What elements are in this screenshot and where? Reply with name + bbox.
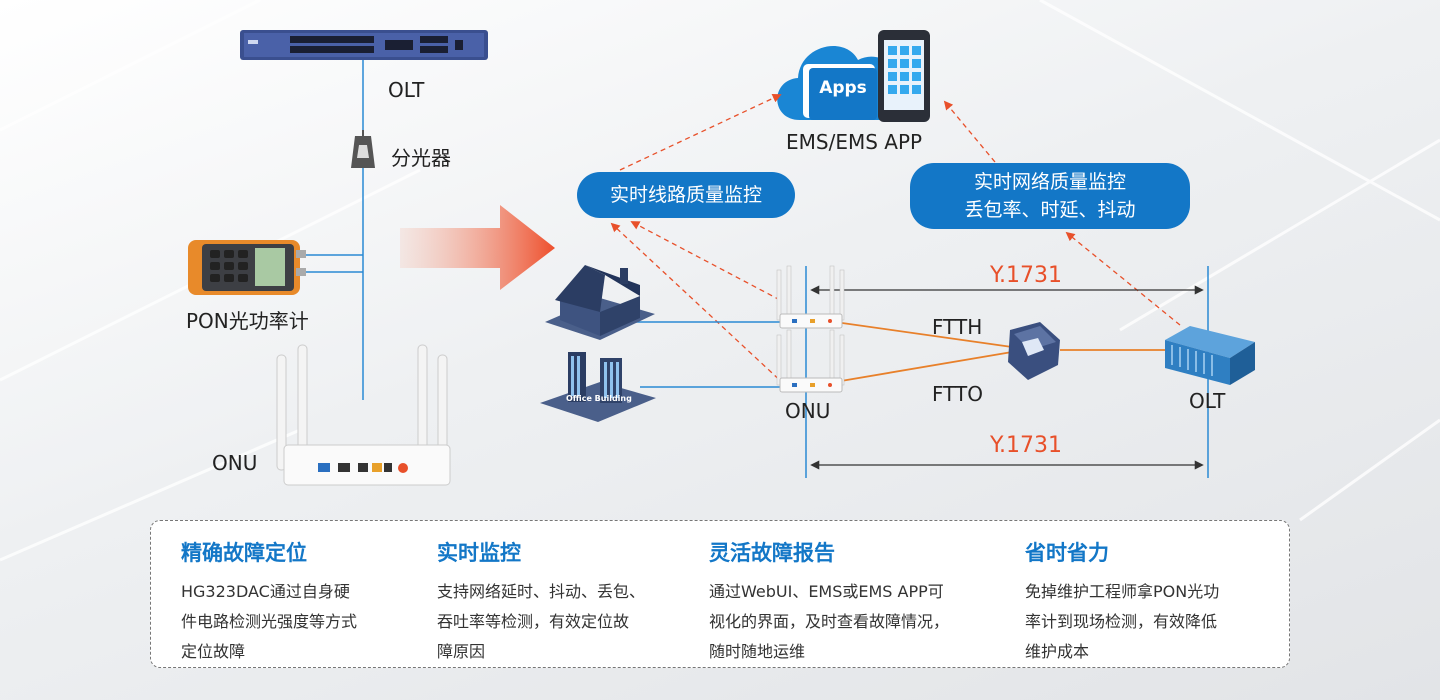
feature-desc-line: 随时随地运维 [709,642,806,661]
feature-desc-line: 障原因 [437,642,486,661]
line-quality-monitor-badge: 实时线路质量监控 [577,172,795,218]
splitter-box-icon [1008,322,1060,380]
olt-cabinet-icon [1165,326,1255,385]
office-building-text: Office Building [566,394,632,403]
onu-router-bottom-icon [776,329,845,393]
feature-realtime-monitor: 实时监控 支持网络延时、抖动、丢包、 吞吐率等检测，有效定位故 障原因 [437,537,667,667]
cloud-icon [777,46,909,120]
y1731-top-label: Y.1731 [990,263,1062,288]
flow-arrow-icon [400,205,555,290]
ems-label: EMS/EMS APP [786,130,923,154]
feature-desc-line: 免掉维护工程师拿PON光功 [1025,582,1220,601]
olt-label-right: OLT [1189,389,1226,413]
feature-title: 精确故障定位 [181,541,307,565]
office-building-icon [540,352,656,422]
onu-router-top-icon [776,265,845,329]
feature-desc-line: 支持网络延时、抖动、丢包、 [437,582,646,601]
network-quality-text-2: 丢包率、时延、抖动 [964,199,1136,221]
feature-title: 实时监控 [437,541,521,565]
onu-label-right: ONU [785,399,831,423]
features-panel: 精确故障定位 HG323DAC通过自身硬 件电路检测光强度等方式 定位故障 实时… [150,520,1290,668]
network-quality-text-1: 实时网络质量监控 [973,171,1126,193]
onu-label-left: ONU [212,451,258,475]
house-icon [545,265,655,340]
feature-fault-report: 灵活故障报告 通过WebUI、EMS或EMS APP可 视化的界面，及时查看故障… [709,537,979,667]
feature-fault-location: 精确故障定位 HG323DAC通过自身硬 件电路检测光强度等方式 定位故障 [181,537,411,667]
olt-device-icon [240,30,488,60]
y1731-bottom-label: Y.1731 [990,433,1062,458]
olt-label-left: OLT [388,78,425,102]
feature-title: 省时省力 [1025,541,1109,565]
power-meter-label: PON光功率计 [186,309,309,333]
line-quality-text: 实时线路质量监控 [609,184,762,206]
feature-desc-line: 吞吐率等检测，有效定位故 [437,612,630,631]
feature-desc-line: 件电路检测光强度等方式 [181,612,358,631]
phone-icon [878,30,930,122]
feature-desc-line: HG323DAC通过自身硬 [181,582,350,601]
network-quality-monitor-badge: 实时网络质量监控 丢包率、时延、抖动 [910,163,1190,229]
feature-desc-line: 定位故障 [181,642,246,661]
ftto-label: FTTO [932,382,983,406]
cloud-apps-label: Apps [819,78,867,98]
power-meter-icon [188,240,306,295]
feature-desc-line: 率计到现场检测，有效降低 [1025,612,1218,631]
feature-desc-line: 通过WebUI、EMS或EMS APP可 [709,582,944,601]
feature-save-effort: 省时省力 免掉维护工程师拿PON光功 率计到现场检测，有效降低 维护成本 [1025,537,1265,667]
ftth-label: FTTH [932,315,983,339]
onu-router-icon [276,344,451,486]
feature-title: 灵活故障报告 [709,541,835,565]
feature-desc-line: 视化的界面，及时查看故障情况， [709,612,950,631]
splitter-icon [351,130,375,168]
splitter-label: 分光器 [391,146,451,170]
feature-desc-line: 维护成本 [1025,642,1090,661]
